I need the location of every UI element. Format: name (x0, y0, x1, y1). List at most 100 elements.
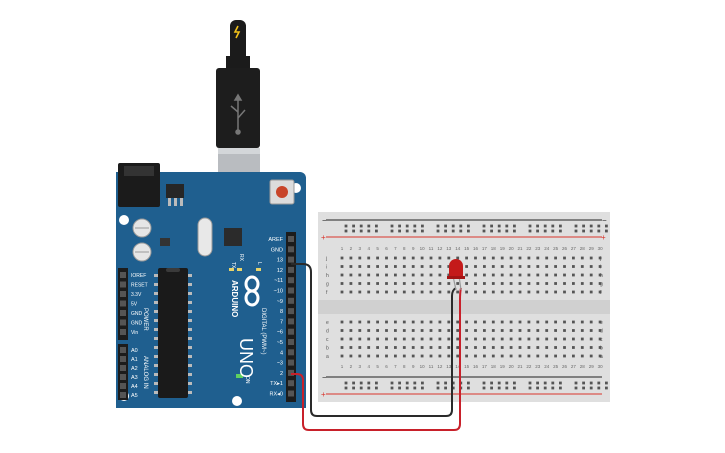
breadboard-hole[interactable] (572, 282, 575, 285)
breadboard-hole[interactable] (436, 224, 440, 228)
breadboard-hole[interactable] (598, 329, 602, 332)
breadboard-hole[interactable] (447, 320, 451, 324)
breadboard-hole[interactable] (490, 381, 493, 385)
breadboard-hole[interactable] (447, 282, 451, 285)
breadboard-hole[interactable] (554, 354, 557, 358)
breadboard-hole[interactable] (398, 224, 401, 228)
breadboard-hole[interactable] (582, 386, 585, 390)
breadboard-hole[interactable] (497, 381, 501, 385)
breadboard-hole[interactable] (420, 273, 424, 277)
breadboard-hole[interactable] (465, 290, 468, 294)
breadboard-hole[interactable] (367, 354, 371, 358)
breadboard-hole[interactable] (459, 224, 463, 228)
power-pin-socket[interactable] (120, 329, 126, 335)
breadboard-hole[interactable] (500, 320, 504, 324)
breadboard-hole[interactable] (572, 337, 575, 341)
breadboard-hole[interactable] (385, 265, 388, 268)
analog-pin-socket[interactable] (120, 365, 126, 371)
breadboard-hole[interactable] (340, 282, 344, 285)
breadboard-hole[interactable] (367, 265, 371, 268)
breadboard-hole[interactable] (527, 290, 531, 294)
breadboard-hole[interactable] (545, 329, 549, 332)
breadboard-hole[interactable] (447, 329, 451, 332)
breadboard-hole[interactable] (421, 386, 424, 390)
breadboard-hole[interactable] (545, 282, 549, 285)
breadboard-hole[interactable] (429, 320, 433, 324)
breadboard-hole[interactable] (376, 256, 379, 260)
breadboard-hole[interactable] (358, 329, 362, 332)
breadboard-hole[interactable] (598, 290, 602, 294)
breadboard-hole[interactable] (598, 337, 602, 341)
digital-pin-socket[interactable] (288, 287, 294, 294)
analog-pin-socket[interactable] (120, 356, 126, 362)
breadboard-hole[interactable] (605, 386, 608, 390)
breadboard-hole[interactable] (580, 282, 584, 285)
breadboard-hole[interactable] (474, 282, 477, 285)
breadboard-hole[interactable] (582, 224, 585, 228)
breadboard-hole[interactable] (491, 265, 495, 268)
breadboard-hole[interactable] (465, 273, 468, 277)
breadboard-hole[interactable] (390, 229, 394, 233)
breadboard-hole[interactable] (340, 346, 344, 349)
breadboard-hole[interactable] (456, 320, 460, 324)
power-pin-socket[interactable] (120, 281, 126, 288)
breadboard-hole[interactable] (551, 381, 555, 385)
breadboard-hole[interactable] (500, 346, 504, 349)
breadboard-hole[interactable] (527, 282, 531, 285)
breadboard-hole[interactable] (589, 273, 593, 277)
breadboard-hole[interactable] (554, 256, 557, 260)
breadboard-hole[interactable] (563, 273, 566, 277)
breadboard-hole[interactable] (528, 386, 532, 390)
breadboard-hole[interactable] (509, 346, 513, 349)
breadboard-hole[interactable] (572, 346, 575, 349)
breadboard-hole[interactable] (367, 381, 371, 385)
breadboard-hole[interactable] (536, 354, 540, 358)
digital-pin-socket[interactable] (288, 266, 294, 273)
breadboard-hole[interactable] (582, 229, 585, 233)
breadboard-hole[interactable] (394, 320, 397, 324)
breadboard-hole[interactable] (429, 282, 433, 285)
breadboard-hole[interactable] (545, 273, 549, 277)
breadboard-hole[interactable] (429, 273, 433, 277)
signal-wire[interactable] (291, 287, 462, 431)
breadboard-hole[interactable] (605, 229, 608, 233)
breadboard-hole[interactable] (543, 381, 547, 385)
breadboard-hole[interactable] (436, 381, 440, 385)
breadboard-hole[interactable] (574, 229, 578, 233)
breadboard-hole[interactable] (340, 354, 344, 358)
breadboard-hole[interactable] (500, 329, 504, 332)
breadboard-hole[interactable] (340, 290, 344, 294)
breadboard-hole[interactable] (500, 354, 504, 358)
breadboard-hole[interactable] (358, 290, 362, 294)
breadboard-hole[interactable] (572, 329, 575, 332)
breadboard-hole[interactable] (545, 320, 549, 324)
breadboard-hole[interactable] (447, 273, 451, 277)
breadboard-hole[interactable] (367, 386, 371, 390)
breadboard-hole[interactable] (572, 273, 575, 277)
breadboard-hole[interactable] (349, 265, 353, 268)
breadboard-hole[interactable] (385, 320, 388, 324)
breadboard-hole[interactable] (497, 224, 501, 228)
breadboard-hole[interactable] (444, 229, 447, 233)
breadboard-hole[interactable] (451, 229, 455, 233)
breadboard-hole[interactable] (474, 354, 477, 358)
breadboard-hole[interactable] (402, 273, 406, 277)
breadboard-hole[interactable] (563, 354, 566, 358)
breadboard-hole[interactable] (359, 381, 363, 385)
breadboard-hole[interactable] (527, 346, 531, 349)
breadboard-hole[interactable] (500, 282, 504, 285)
breadboard-hole[interactable] (456, 337, 460, 341)
breadboard-hole[interactable] (421, 224, 424, 228)
breadboard-hole[interactable] (349, 329, 353, 332)
breadboard-hole[interactable] (413, 386, 417, 390)
digital-pin-socket[interactable] (288, 318, 294, 325)
breadboard-hole[interactable] (482, 224, 486, 228)
breadboard-hole[interactable] (589, 229, 593, 233)
breadboard-hole[interactable] (563, 337, 566, 341)
breadboard-hole[interactable] (491, 320, 495, 324)
breadboard-hole[interactable] (429, 256, 433, 260)
breadboard-hole[interactable] (402, 290, 406, 294)
breadboard-hole[interactable] (420, 329, 424, 332)
breadboard-hole[interactable] (411, 290, 415, 294)
